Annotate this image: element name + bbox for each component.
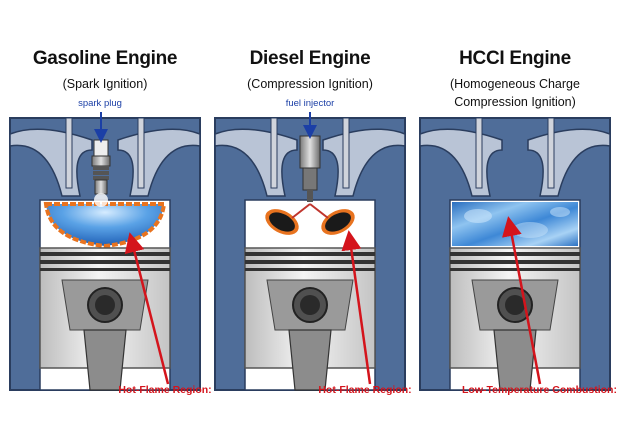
spark-plug-label: spark plug	[78, 98, 122, 109]
diesel-title: Diesel Engine	[249, 48, 371, 69]
hcci-subtitle-line2: Compression Ignition)	[454, 95, 576, 109]
hcci-title: HCCI Engine	[459, 48, 571, 69]
hcci-engine-panel	[419, 117, 611, 391]
gasoline-engine-panel	[9, 112, 201, 391]
fuel-injector-label: fuel injector	[285, 98, 335, 109]
diesel-region-label: Hot-Flame Region:	[318, 384, 412, 396]
hcci-subtitle-line1: (Homogeneous Charge	[450, 77, 580, 91]
gasoline-region-label: Hot-Flame Region:	[118, 384, 212, 396]
diesel-engine-panel	[214, 112, 406, 391]
gasoline-subtitle: (Spark Ignition)	[62, 77, 148, 91]
diesel-subtitle: (Compression Ignition)	[247, 77, 373, 91]
gasoline-title: Gasoline Engine	[32, 48, 178, 69]
hcci-region-label: Low-Temperature Combustion:	[462, 384, 617, 396]
